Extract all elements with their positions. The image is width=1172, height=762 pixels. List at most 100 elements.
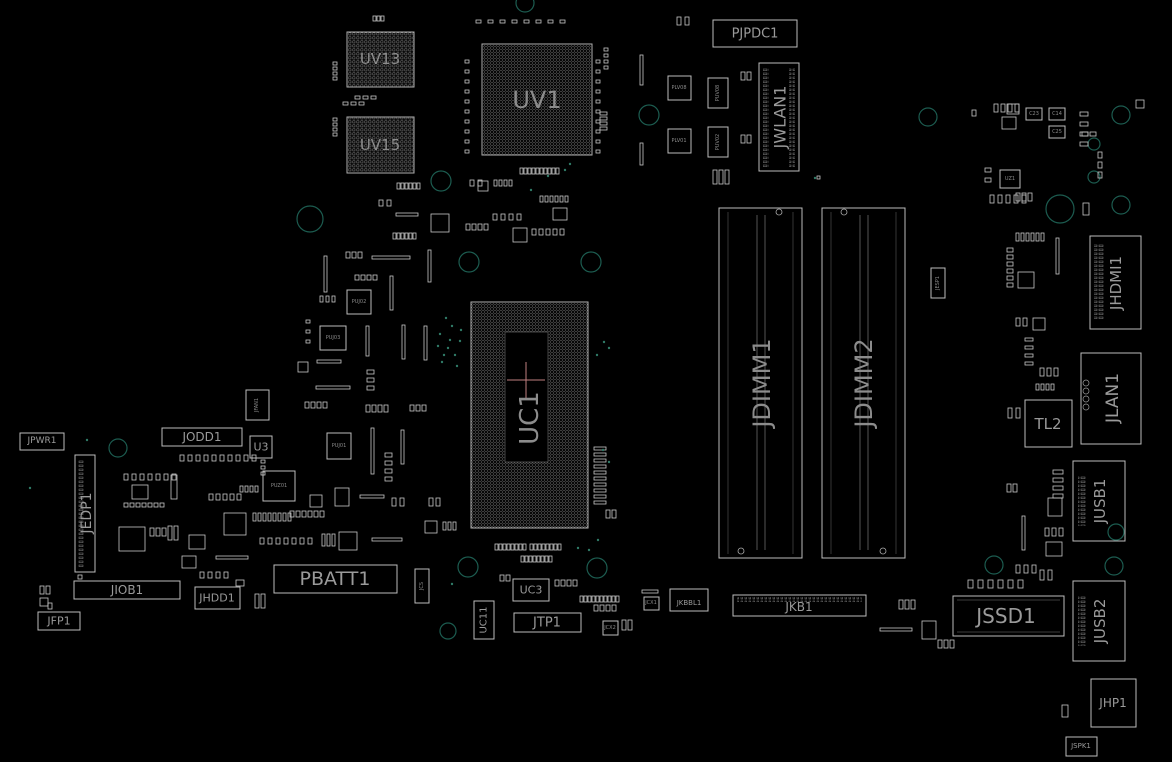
smd-pad	[357, 251, 363, 259]
test-point-dot	[458, 339, 462, 343]
smd-pad	[1006, 254, 1014, 260]
chip-u3[interactable]: U3	[249, 435, 273, 459]
smd-pad	[544, 195, 549, 203]
chip-puv02[interactable]: PUV02	[707, 126, 729, 158]
inductor-plv08[interactable]: PLV08	[667, 75, 692, 101]
smd-pad	[1014, 103, 1020, 113]
smd-pad	[524, 555, 529, 563]
inductor-plv01[interactable]: PLV01	[667, 128, 692, 154]
connector-jedp1[interactable]: JEDP1	[74, 454, 96, 573]
smd-pad	[208, 493, 214, 501]
chip-uc3[interactable]: UC3	[512, 578, 550, 602]
smd-pad	[559, 228, 565, 236]
chip-uv13[interactable]: UV13	[346, 31, 415, 88]
smd-pad	[332, 66, 338, 71]
connector-jpwr1[interactable]: JPWR1	[19, 432, 65, 451]
connector-jdimm1[interactable]: JDIMM1	[718, 207, 803, 559]
chip-uc11[interactable]: UC11	[473, 600, 495, 640]
label-plv01: PLV01	[671, 138, 686, 144]
smd-pad	[740, 71, 746, 81]
smd-pad	[358, 101, 365, 106]
part-jcx2[interactable]: JCX2	[602, 620, 619, 636]
smd-pad	[366, 369, 375, 375]
chip-uv15[interactable]: UV15	[346, 116, 415, 174]
smd-pad	[155, 473, 161, 481]
connector-pjpdc1[interactable]: PJPDC1	[712, 19, 798, 48]
label-jdimm2: JDIMM2	[850, 338, 878, 429]
connector-jssd1[interactable]: JSSD1	[952, 595, 1065, 637]
smd-pad	[207, 571, 213, 579]
smd-pad	[599, 121, 608, 126]
smd-pad	[408, 232, 413, 240]
connector-jlan1[interactable]: JLAN1	[1080, 352, 1142, 445]
chip-puj02[interactable]: PUJ02	[346, 289, 372, 315]
connector-jfan1[interactable]: JFAN1	[245, 389, 270, 421]
connector-jhdd1[interactable]: JHDD1	[194, 586, 241, 610]
smd-pad	[365, 404, 371, 413]
label-jpwr1: JPWR1	[27, 436, 57, 446]
label-c25: C25	[1052, 129, 1062, 135]
smd-pad	[179, 454, 185, 462]
test-point-dot	[448, 338, 452, 342]
smd-pad	[1040, 232, 1045, 242]
smd-pad	[1024, 353, 1034, 358]
smd-pad	[464, 129, 470, 134]
label-uv1: UV1	[512, 86, 561, 114]
smd-pad	[365, 325, 370, 357]
transformer-tl2[interactable]: TL2	[1024, 399, 1073, 448]
connector-jspk1[interactable]: JSPK1	[1065, 736, 1098, 757]
connector-jusb2[interactable]: JUSB2	[1072, 580, 1126, 662]
smd-pad	[1006, 247, 1014, 253]
chip-puj01[interactable]: PUJ01	[326, 432, 352, 460]
smd-pad	[77, 574, 83, 580]
chip-puv08[interactable]: PUV08	[707, 77, 729, 109]
label-puj01: PUJ01	[332, 443, 347, 449]
smd-pad	[1005, 194, 1011, 204]
connector-pbatt1[interactable]: PBATT1	[273, 564, 398, 594]
part-jcx1[interactable]: JCX1	[643, 596, 660, 611]
connector-jwlan1[interactable]: JWLAN1	[758, 62, 800, 172]
smd-pad	[533, 543, 538, 551]
smd-pad	[39, 585, 45, 595]
smd-pad	[595, 99, 601, 104]
smd-pad	[378, 199, 384, 207]
connector-jiob1[interactable]: JIOB1	[73, 580, 181, 600]
chip-uz1[interactable]: UZ1	[999, 169, 1021, 189]
label-pbatt1: PBATT1	[300, 568, 371, 590]
smd-pad	[332, 76, 338, 81]
connector-jdimm2[interactable]: JDIMM2	[821, 207, 906, 559]
smd-pad	[1015, 192, 1021, 202]
chip-uc1[interactable]: UC1	[470, 301, 589, 529]
smd-pad	[1023, 564, 1029, 574]
cap-c14[interactable]: C14	[1048, 107, 1066, 121]
chip-uv1[interactable]: UV1	[481, 43, 593, 156]
smd-pad	[967, 579, 974, 589]
connector-jodd1[interactable]: JODD1	[161, 427, 243, 447]
smd-pad	[409, 404, 415, 412]
smd-pad	[1035, 383, 1040, 391]
smd-pad	[1081, 131, 1089, 137]
smd-pad	[549, 543, 554, 551]
connector-jesp1[interactable]: JESP1	[930, 267, 946, 299]
connector-jkb1[interactable]: JKB1	[732, 594, 867, 617]
smd-pad	[305, 339, 311, 344]
chip-puj03[interactable]: PUJ03	[319, 325, 347, 351]
connector-jhdmi1[interactable]: JHDMI1	[1089, 235, 1142, 330]
connector-jkbbl1[interactable]: JKBBL1	[669, 588, 709, 612]
connector-jhp1[interactable]: JHP1	[1090, 678, 1137, 728]
chip-puz01[interactable]: PUZ01	[262, 470, 296, 502]
connector-jusb1[interactable]: JUSB1	[1072, 460, 1126, 542]
cap-c23[interactable]: C23	[1025, 107, 1043, 121]
smd-pad	[724, 169, 730, 185]
connector-jtp1[interactable]: JTP1	[513, 612, 582, 633]
smd-pad	[423, 325, 428, 361]
smd-pad	[1001, 116, 1017, 130]
label-puv08: PUV08	[715, 85, 721, 101]
smd-pad	[559, 195, 564, 203]
label-jssd1: JSSD1	[974, 604, 1035, 628]
part-jcs[interactable]: JCS	[414, 568, 430, 604]
connector-jfp1[interactable]: JFP1	[37, 611, 81, 631]
smd-pad	[595, 129, 601, 134]
cap-c25[interactable]: C25	[1048, 125, 1066, 139]
